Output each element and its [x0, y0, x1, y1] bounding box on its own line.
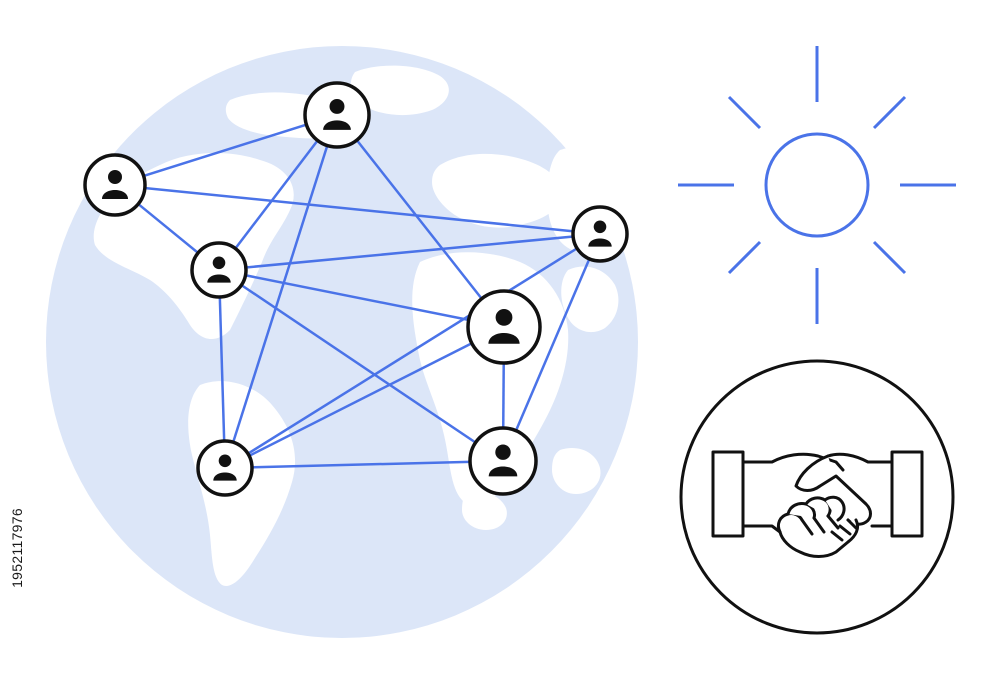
person-icon [303, 81, 371, 149]
network-link [114, 113, 338, 187]
network-links [114, 113, 602, 470]
network-link [218, 268, 504, 463]
stock-id-watermark: 1952117976 [4, 448, 30, 648]
network-link [217, 269, 227, 469]
network-link [336, 114, 505, 328]
handshake-icon [679, 359, 955, 635]
network-link [224, 459, 504, 470]
person-icon [466, 289, 542, 365]
person-icon [468, 426, 538, 496]
sun-icon [678, 46, 956, 324]
person-icon [196, 439, 254, 497]
person-icon [190, 241, 248, 299]
network-link [114, 183, 601, 236]
network-nodes [83, 81, 629, 497]
network-link [218, 232, 601, 272]
network-link [218, 268, 505, 329]
network-link [223, 114, 339, 469]
person-icon [83, 153, 147, 217]
network-link [224, 325, 505, 470]
network-link [224, 232, 601, 470]
person-icon [571, 205, 629, 263]
network-link [501, 233, 602, 462]
stock-id-text: 1952117976 [9, 508, 25, 588]
